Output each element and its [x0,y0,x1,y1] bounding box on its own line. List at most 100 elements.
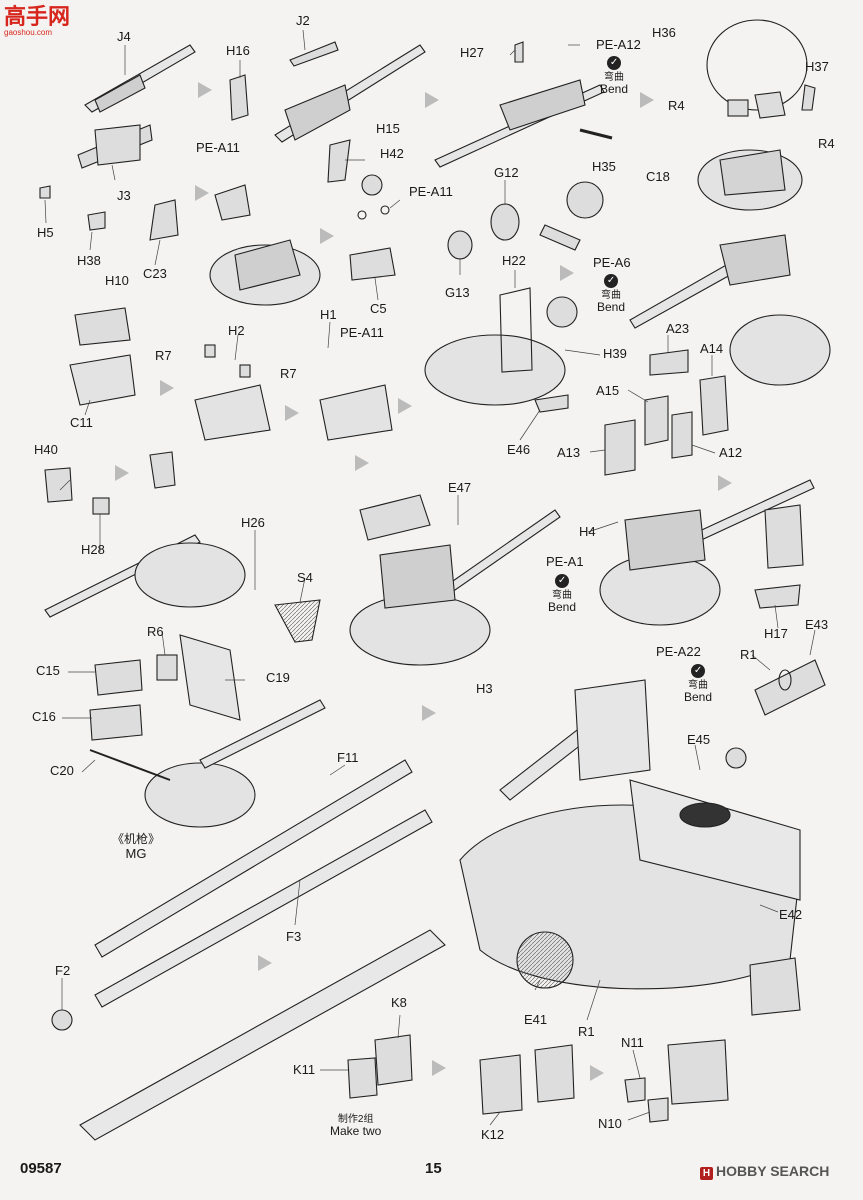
part-label: C5 [370,301,387,316]
part-label: E47 [448,480,472,495]
part-label: J2 [296,13,310,28]
part-label: H39 [603,346,627,361]
part-label: H16 [226,43,250,58]
part-label: PE-A6 [593,255,631,270]
bend-note: 弯曲 Bend [600,56,628,96]
part-label: K11 [293,1062,316,1077]
part-label: A14 [700,341,724,356]
part-label: PE-A11 [196,140,240,155]
part-h1-mount [319,384,393,441]
part-label: E43 [805,617,829,632]
part-g12-g13 [447,181,604,260]
part-label: E45 [687,732,711,747]
part-label: E41 [524,1012,548,1027]
part-label: E46 [507,442,531,457]
part-label: PE-A1 [546,554,584,569]
part-label: F11 [337,750,359,765]
part-label: A15 [596,383,620,398]
part-label: H10 [105,273,129,288]
part-k-boxes [347,1034,729,1123]
part-h4-turret [599,479,815,626]
part-label: R6 [147,624,164,639]
part-h27-gun [434,41,613,168]
part-left-gun-turret-2 [44,451,321,643]
part-label: H22 [502,253,526,268]
part-label: H37 [805,59,829,74]
part-label: A13 [557,445,581,460]
part-h2-mount [194,344,271,441]
part-label: R4 [818,136,835,151]
part-label: C20 [50,763,74,778]
part-label: N11 [621,1035,644,1050]
part-a-plates [604,349,729,476]
bend-note-zh: 弯曲 [688,680,709,691]
part-label: F3 [286,929,302,944]
part-label: H26 [241,515,265,530]
part-label: H15 [376,121,400,136]
part-c18-cupola [697,19,816,211]
brand-logo-icon: H [700,1167,713,1180]
part-label: A23 [666,321,690,336]
bend-note: 弯曲 Bend [548,574,576,614]
part-turret-ring-1 [39,124,321,306]
part-label: C15 [36,663,60,678]
part-main-turret [459,679,801,1016]
part-label: C11 [70,415,93,430]
mg-caption-en: MG [125,846,147,861]
part-label: H38 [77,253,101,268]
bend-note-zh: 弯曲 [601,290,622,301]
part-label: K12 [481,1127,505,1142]
site-watermark: 高手网 gaoshou.com [4,6,70,37]
part-label: H5 [37,225,54,240]
mg-caption-zh: 《机枪》 [112,832,161,846]
bend-note: 弯曲 Bend [597,274,625,314]
bend-note-en: Bend [684,690,713,704]
part-label: H35 [592,159,616,174]
part-label: J3 [117,188,131,203]
part-c19-shield-mg [89,634,326,828]
part-label: PE-A22 [656,644,701,659]
part-label: C18 [646,169,670,184]
part-label: PE-A12 [596,37,641,52]
bend-note-en: Bend [597,300,626,314]
make-two-zh: 制作2组 [337,1114,374,1125]
part-label: H3 [476,681,493,696]
part-e43-r1 [754,659,826,716]
bend-icon [607,56,622,70]
part-label: E42 [779,907,803,922]
bend-icon [555,574,570,588]
bend-note-zh: 弯曲 [604,72,625,83]
bend-note-zh: 弯曲 [552,590,573,601]
step-arrows [115,82,732,1081]
site-watermark-url: gaoshou.com [4,28,53,37]
part-label: G12 [494,165,519,180]
part-label: H4 [579,524,596,539]
site-watermark-mark: 高手网 [4,4,71,29]
bend-icon [691,664,706,678]
make-two-note: 制作2组 Make two [330,1114,381,1138]
leader-lines [44,29,816,1126]
bend-note-en: Bend [548,600,577,614]
bend-note-en: Bend [600,82,629,96]
part-label: C23 [143,266,167,281]
part-label: H27 [460,45,484,60]
part-label: N10 [598,1116,622,1131]
part-c11-mount [69,307,136,406]
part-label: K8 [391,995,407,1010]
part-label: R1 [578,1024,595,1039]
bend-icon [604,274,619,288]
part-label: A12 [719,445,743,460]
part-label: C16 [32,709,56,724]
part-e47-turret [349,494,561,666]
part-label: H17 [764,626,788,641]
part-j2-gun [229,41,426,196]
part-label: PE-A11 [409,184,453,199]
part-barrels [51,759,446,1141]
part-label: H1 [320,307,337,322]
mg-caption: 《机枪》 MG [112,832,160,861]
part-label: H42 [380,146,404,161]
brand-name: HOBBY SEARCH [716,1163,830,1179]
part-label: H2 [228,323,245,338]
